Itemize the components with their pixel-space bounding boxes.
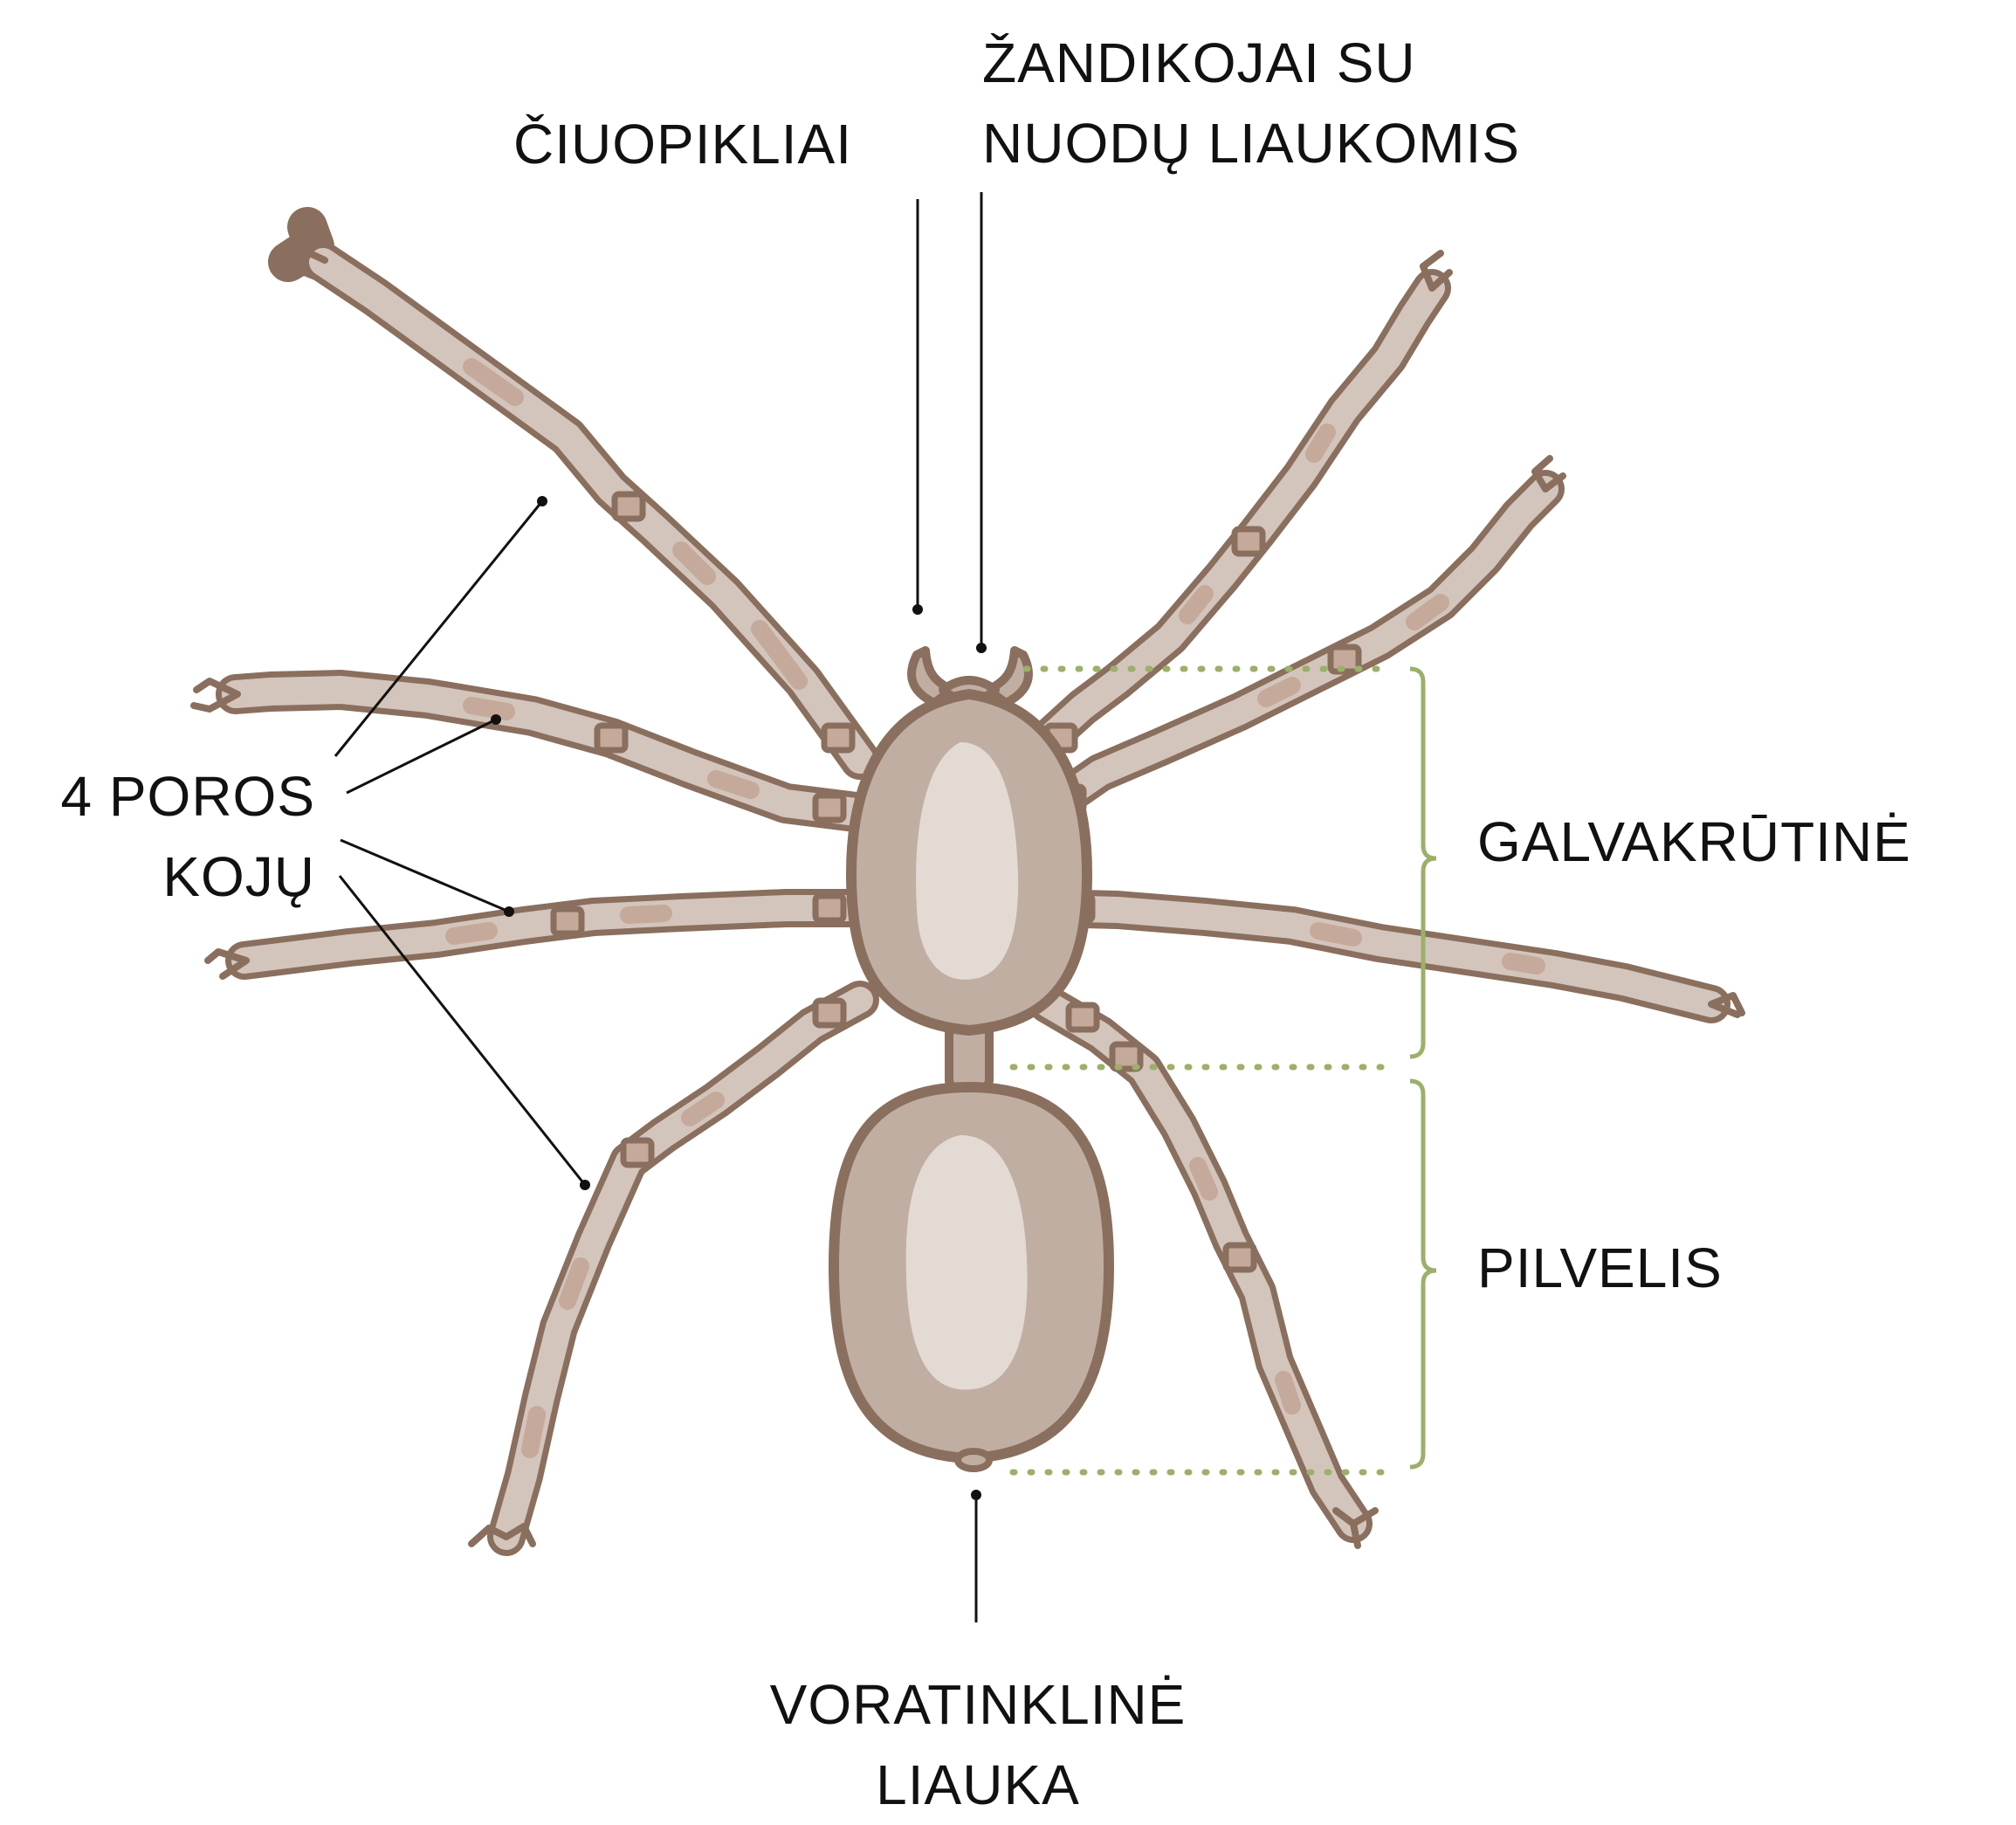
- cephalothorax-shape: [851, 694, 1087, 1030]
- bracket-cephalothorax: [1410, 669, 1436, 1057]
- leg-pointer-dot: [537, 496, 547, 506]
- chelicerae-pointer-dot: [976, 643, 987, 653]
- leg-pointer-dot: [504, 906, 514, 917]
- label-chelicerae-line-1: ŽANDIKOJAI SU: [982, 23, 1520, 103]
- spinneret-pointer-dot: [971, 1490, 981, 1500]
- label-spinneret-line-1: VORATINKLINĖ: [681, 1664, 1275, 1745]
- leg-right-1: [1035, 253, 1449, 751]
- spinneret-shape: [958, 1451, 989, 1469]
- label-spinneret-line-2: LIAUKA: [681, 1745, 1275, 1825]
- leg-right-3: [1048, 908, 1742, 1015]
- leg-right-2: [1043, 458, 1563, 812]
- label-pedipalps: ČIUOPIKLIAI: [513, 104, 852, 184]
- pedipalps-pointer-dot: [912, 604, 923, 615]
- bracket-abdomen: [1410, 1081, 1436, 1467]
- label-legs-line-2: KOJŲ: [60, 837, 315, 917]
- label-chelicerae-line-2: NUODŲ LIAUKOMIS: [982, 103, 1520, 183]
- label-legs-line-1: 4 POROS: [60, 756, 315, 837]
- label-spinneret: VORATINKLINĖ LIAUKA: [681, 1664, 1275, 1825]
- leg-left-4: [471, 1000, 860, 1544]
- leg-pointer-dot: [580, 1180, 590, 1190]
- abdomen-shape: [834, 1087, 1109, 1469]
- leg-left-3: [208, 908, 860, 976]
- leg-pointer-dot: [491, 714, 501, 725]
- label-abdomen: PILVELIS: [1477, 1228, 1723, 1308]
- label-legs: 4 POROS KOJŲ: [60, 756, 315, 917]
- label-cephalothorax: GALVAKRŪTINĖ: [1477, 802, 1911, 882]
- spider-body: [834, 651, 1109, 1469]
- label-chelicerae: ŽANDIKOJAI SU NUODŲ LIAUKOMIS: [982, 23, 1520, 183]
